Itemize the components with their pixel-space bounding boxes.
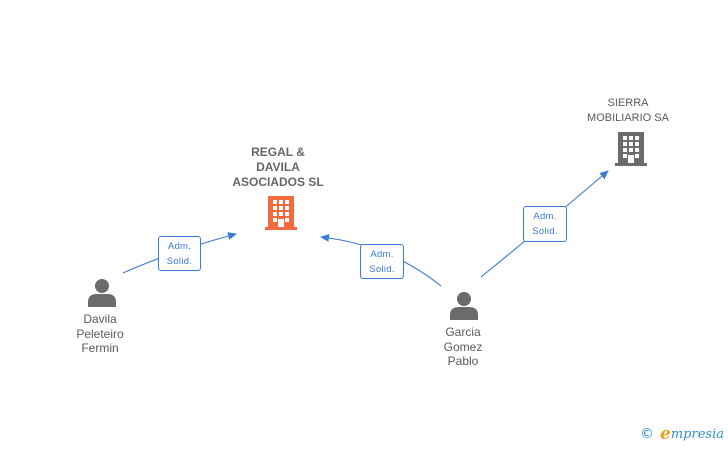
node-label-davila: Davila Peleteiro Fermin [76,312,124,355]
edge-label-davila-regal[interactable]: Adm. Solid. [158,236,201,271]
edge-label-garcia-regal[interactable]: Adm. Solid. [360,244,404,279]
node-label-garcia: Garcia Gomez Pablo [443,325,483,368]
building-icon[interactable] [615,131,647,167]
building-icon[interactable] [265,195,297,231]
edge-label-garcia-sierra[interactable]: Adm. Solid. [523,206,567,242]
person-icon[interactable] [449,290,479,320]
person-icon[interactable] [87,277,117,307]
node-label-regal: REGAL & DAVILA ASOCIADOS SL [232,145,324,189]
node-label-sierra: SIERRA MOBILIARIO SA [587,97,669,124]
brand-initial: e [660,424,671,444]
copyright-symbol: © [640,426,655,442]
brand-name: mpresia [670,426,724,442]
